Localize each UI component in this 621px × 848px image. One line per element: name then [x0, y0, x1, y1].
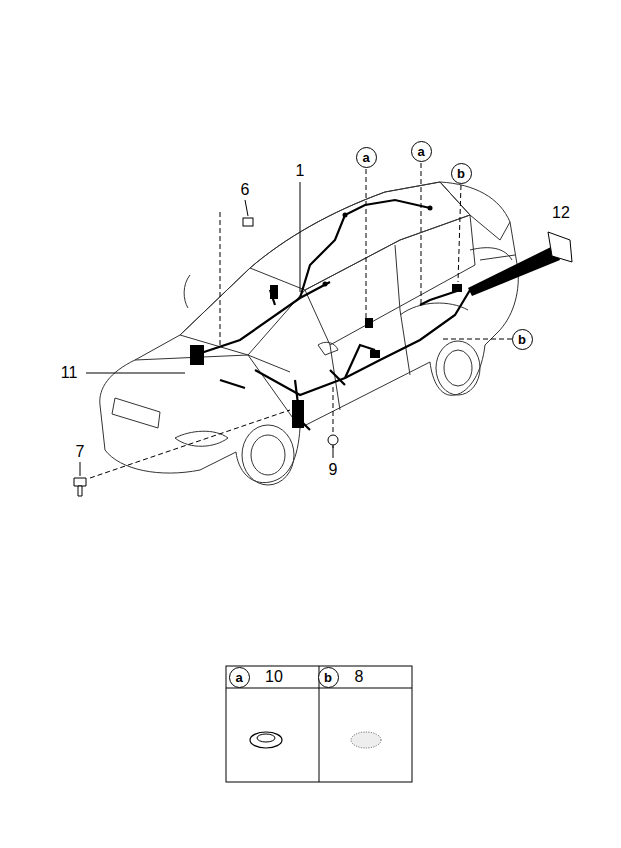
callout-letter: b	[457, 167, 465, 180]
callout-letter: b	[518, 333, 526, 346]
callout-number: 1	[295, 163, 306, 179]
callout-number: 11	[60, 365, 79, 381]
callout-letter: a	[362, 151, 369, 164]
callout-number: 9	[328, 462, 339, 478]
callout-letter: b	[324, 671, 332, 684]
callout-circle: b	[451, 163, 472, 184]
callout-letter: a	[417, 145, 424, 158]
callout-circle: a	[411, 141, 432, 162]
callout-number: 6	[240, 182, 251, 198]
callout-circle: b	[318, 667, 339, 688]
callout-number: 12	[551, 205, 571, 221]
callout-number: 10	[264, 669, 284, 685]
callout-number: 8	[354, 669, 365, 685]
callout-circle: a	[356, 147, 377, 168]
callout-letter: a	[235, 671, 242, 684]
callout-circle: b	[512, 329, 533, 350]
callout-number: 7	[75, 444, 86, 460]
callout-circle: a	[229, 667, 250, 688]
